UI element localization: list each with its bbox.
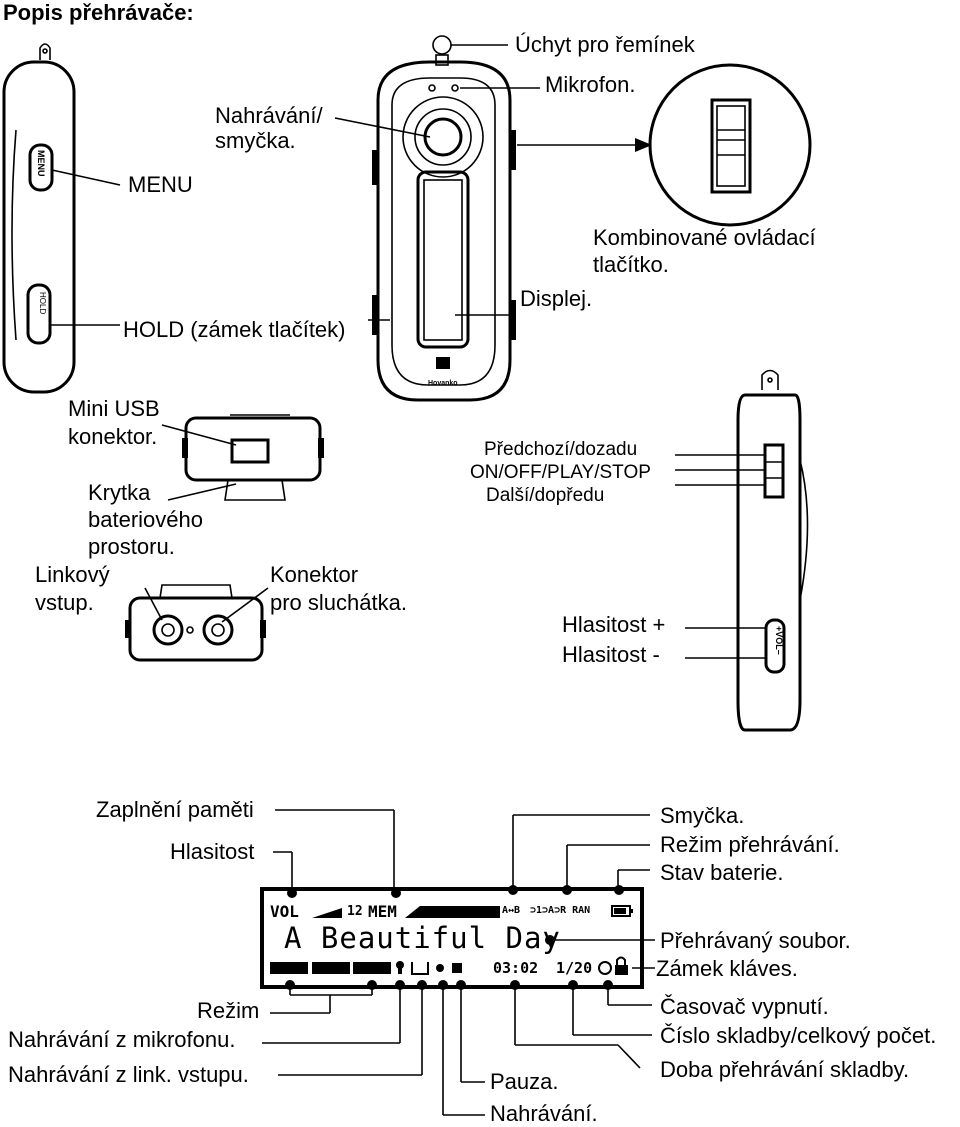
battery-cover-label-2: bateriového [88, 507, 203, 532]
combo-label-1: Kombinované ovládací [593, 225, 816, 250]
rec-mic-label: Nahrávání z mikrofonu. [8, 1027, 236, 1052]
lcd-callouts [262, 809, 655, 1116]
sleep-timer-label: Časovač vypnutí. [660, 994, 829, 1019]
play-time-label: Doba přehrávání skladby. [660, 1057, 910, 1082]
hold-switch: HOLD [38, 292, 47, 315]
loop-label: Smyčka. [660, 803, 745, 828]
rec-line-label: Nahrávání z link. vstupu. [8, 1062, 249, 1087]
pause-label: Pauza. [490, 1069, 559, 1094]
rec-loop-label-2: smyčka. [215, 128, 296, 153]
mem-fill-label: Zaplnění paměti [96, 797, 254, 822]
display-label: Displej. [520, 286, 593, 311]
vol-down-label: Hlasitost - [562, 642, 660, 667]
track-count-label: Číslo skladby/celkový počet. [660, 1023, 937, 1048]
play-mode-label: Režim přehrávání. [660, 832, 840, 857]
battery-cover-label-1: Krytka [88, 480, 151, 505]
lcd-song: A Beautiful Day [284, 921, 561, 955]
menu-button: MENU [36, 150, 46, 177]
mic-label: Mikrofon. [545, 72, 636, 97]
usb-label-1: Mini USB [68, 396, 160, 421]
top-view [161, 414, 324, 501]
side-view-left [2, 43, 121, 394]
next-label: Další/dopředu [486, 485, 605, 506]
key-lock-label: Zámek kláves. [656, 956, 798, 981]
battery-state-label: Stav baterie. [660, 860, 784, 885]
prev-label: Předchozí/dozadu [484, 439, 638, 460]
battery-cover-label-3: prostoru. [88, 534, 175, 559]
lcd-time: 03:02 [493, 959, 539, 977]
line-in-label-2: vstup. [35, 590, 94, 615]
lcd-ab: A↔B [502, 905, 521, 916]
volume-button: +VOL– [774, 626, 784, 655]
lcd-track: 1/20 [556, 959, 593, 977]
bottom-view [125, 584, 269, 662]
headphone-label-1: Konektor [270, 562, 359, 587]
rec-loop-label-1: Nahrávání/ [215, 103, 323, 128]
combo-zoom [517, 63, 812, 227]
lcd-vol: VOL [270, 902, 299, 921]
usb-label-2: konektor. [68, 424, 158, 449]
volume-label: Hlasitost [170, 839, 255, 864]
line-in-label-1: Linkový [35, 562, 110, 587]
mode-label: Režim [197, 998, 260, 1023]
headphone-label-2: pro sluchátka. [270, 590, 407, 615]
menu-label: MENU [128, 172, 193, 197]
strap-label: Úchyt pro řemínek [515, 32, 695, 57]
page-title: Popis přehrávače: [3, 0, 194, 25]
vol-up-label: Hlasitost + [562, 612, 666, 637]
lcd-mem: MEM [368, 902, 397, 921]
lcd-display [260, 887, 644, 989]
combo-label-2: tlačítko. [593, 252, 669, 277]
playing-file-label: Přehrávaný soubor. [660, 928, 851, 953]
lcd-vol-level: 12 [347, 904, 363, 919]
recording-label: Nahrávání. [490, 1101, 598, 1126]
brand-logo: Hovanko [428, 380, 458, 387]
lcd-modes: ⊃1⊃A⊃R RAN [530, 905, 591, 916]
onoff-label: ON/OFF/PLAY/STOP [470, 462, 651, 483]
side-view-right [675, 369, 809, 732]
front-view [334, 35, 540, 402]
hold-label: HOLD (zámek tlačítek) [123, 317, 346, 342]
